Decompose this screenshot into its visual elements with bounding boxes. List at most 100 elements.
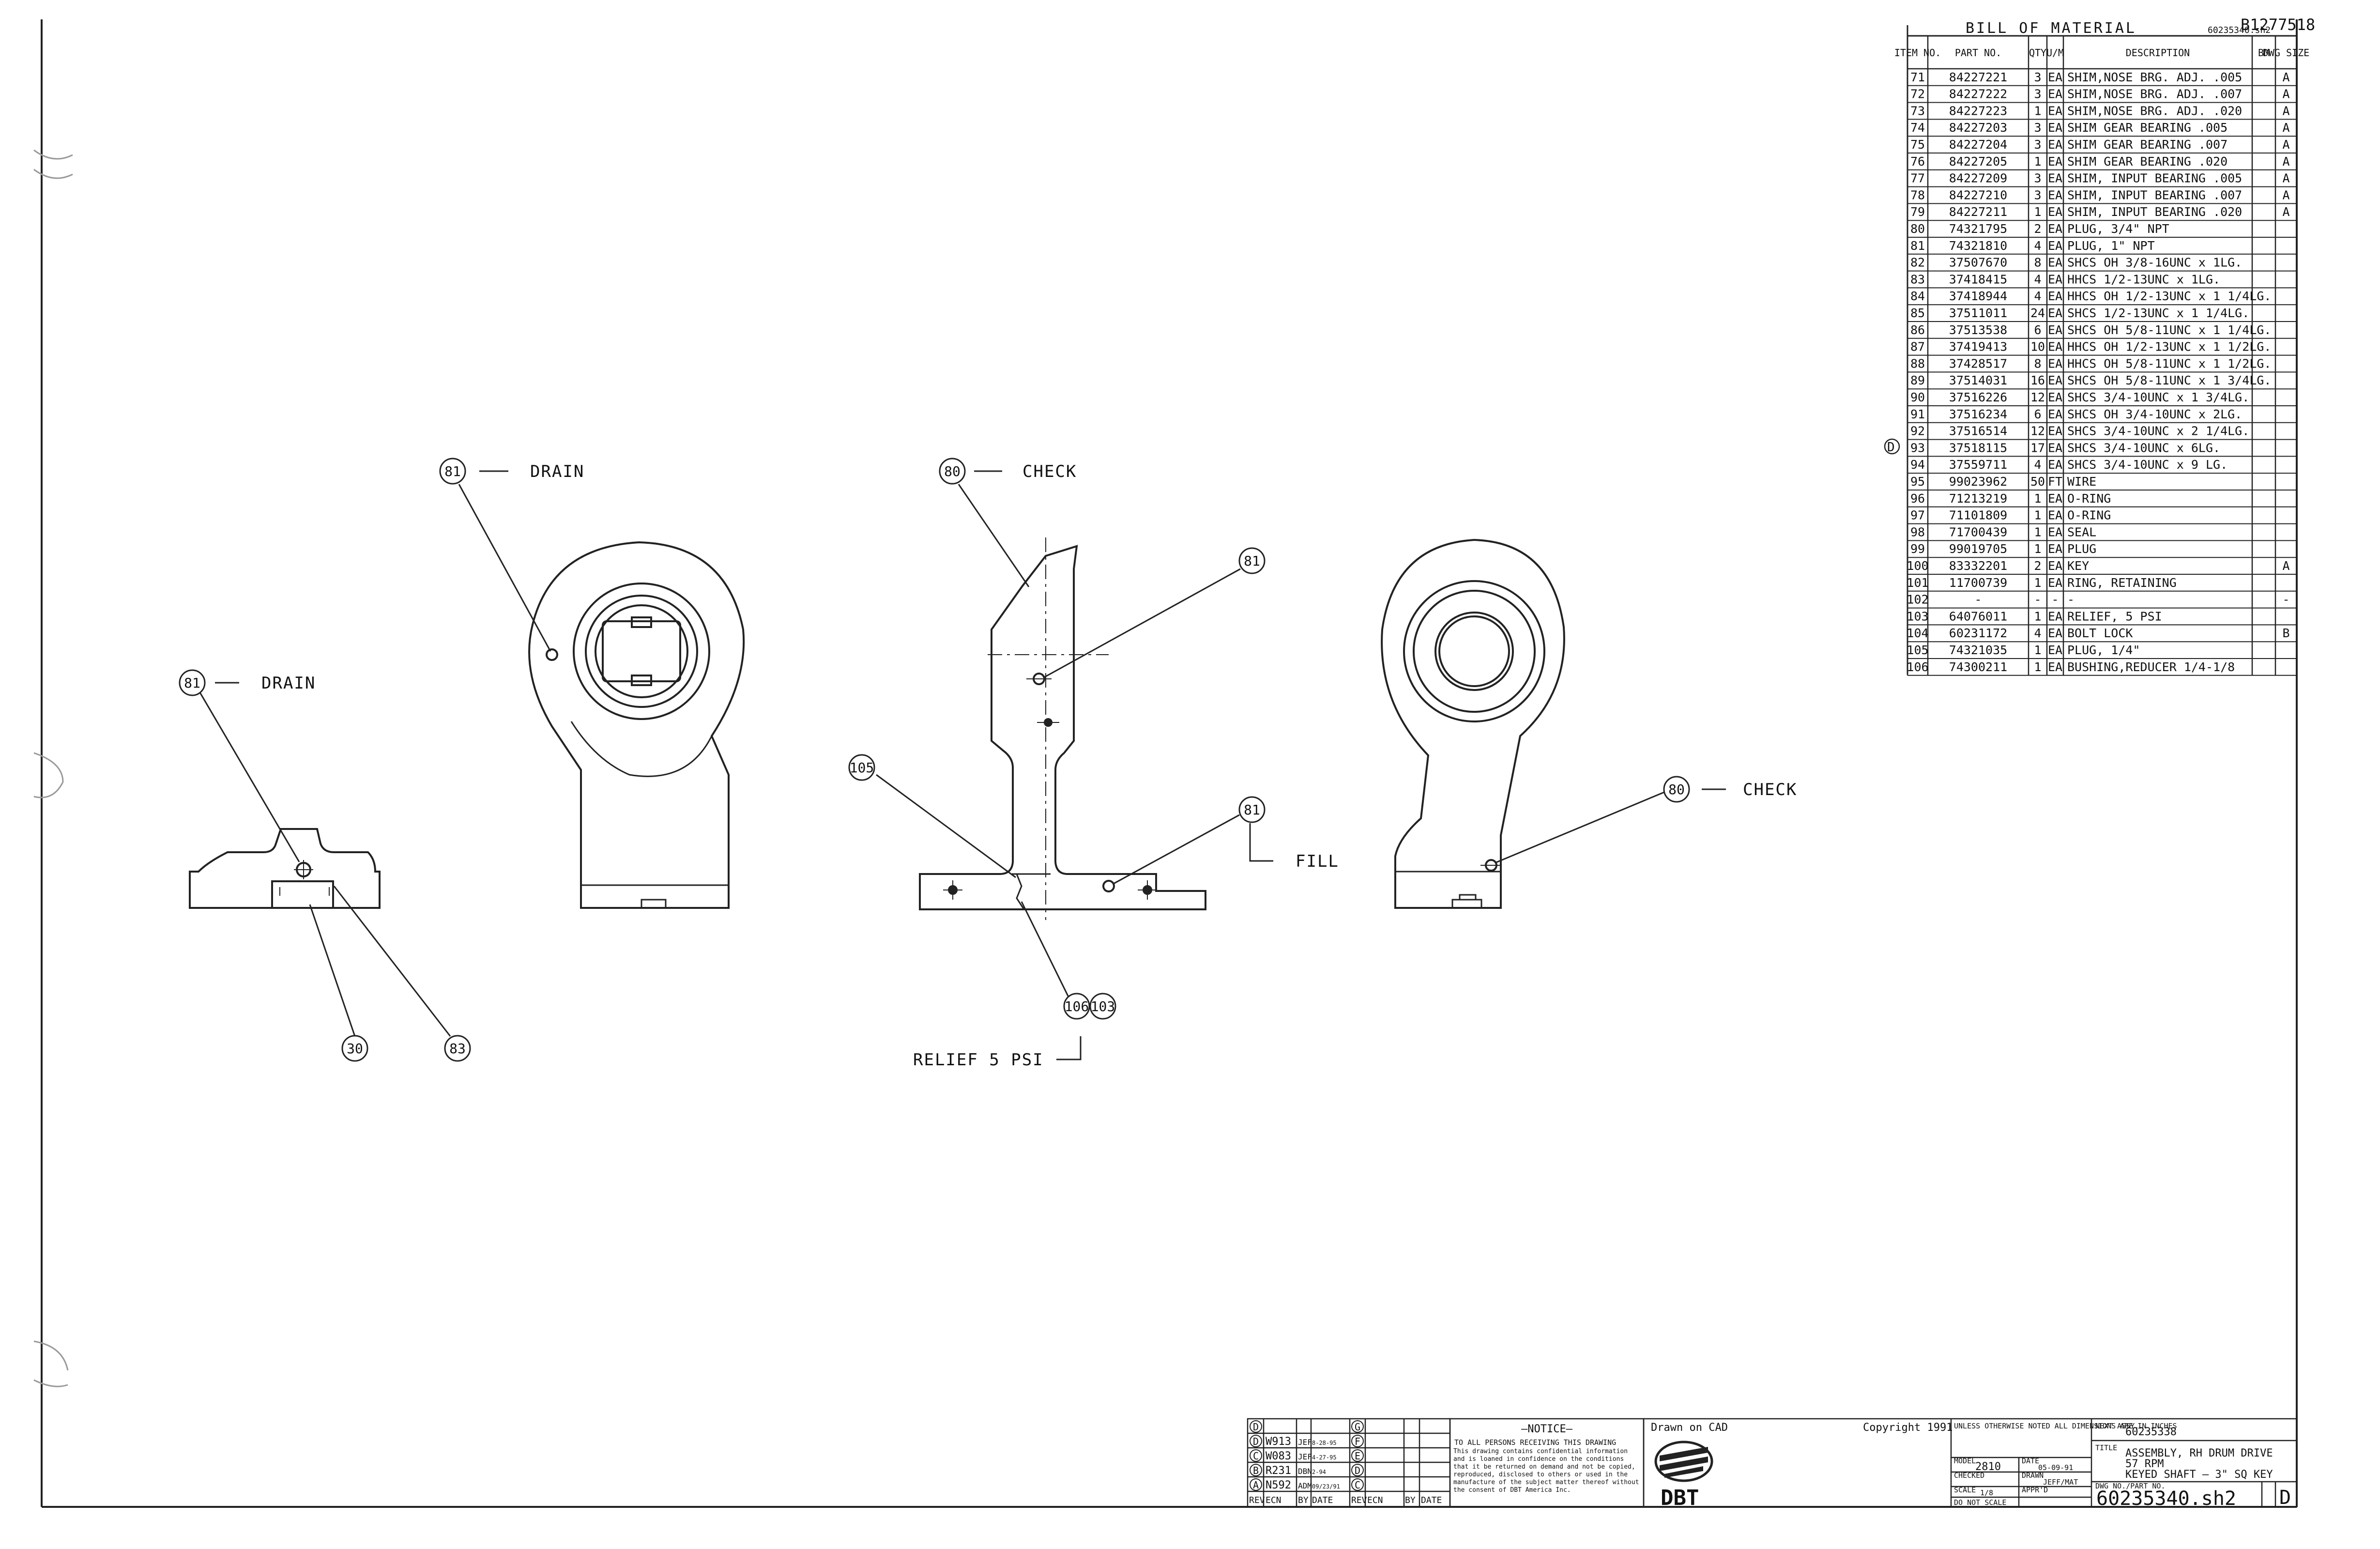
rev-right-letter: F <box>1355 1436 1360 1447</box>
bom-cell-part: 84227221 <box>1949 70 2007 84</box>
bom-cell-desc: HHCS OH 1/2-13UNC x 1 1/2LG. <box>2067 340 2271 354</box>
bom-cell-qty: 1 <box>2034 525 2041 539</box>
bom-cell-qty: 6 <box>2034 407 2041 421</box>
rev-right-letter: E <box>1355 1450 1360 1462</box>
label-relief: RELIEF 5 PSI <box>913 1050 1044 1070</box>
bom-cell-um: EA <box>2048 424 2062 438</box>
bom-cell-qty: 3 <box>2034 121 2041 135</box>
bom-cell-part: 37514031 <box>1949 373 2007 387</box>
rev-letter: C <box>1253 1450 1259 1462</box>
bom-cell-part: 37516226 <box>1949 390 2007 404</box>
bom-rev-marker-circle <box>1884 438 1900 455</box>
bom-cell-um: EA <box>2048 508 2062 522</box>
notice-line1: TO ALL PERSONS RECEIVING THIS DRAWING <box>1454 1438 1616 1447</box>
bom-cell-part: 37418944 <box>1949 289 2007 303</box>
rev-ecn: R231 <box>1266 1465 1291 1477</box>
bom-cell-qty: 12 <box>2030 424 2045 438</box>
bom-cell-desc: SHCS OH 3/8-16UNC x 1LG. <box>2067 256 2242 270</box>
rev-header: BY <box>1298 1495 1309 1505</box>
date-label: DATE <box>2022 1457 2039 1465</box>
bom-cell-size: A <box>2282 121 2289 135</box>
bom-cell-qty: 1 <box>2034 609 2041 623</box>
company-name: DBT <box>1661 1486 1699 1510</box>
bom-cell-item: 86 <box>1910 323 1925 337</box>
bom-cell-part: 84227204 <box>1949 138 2007 152</box>
bom-cell-item: 94 <box>1910 458 1925 472</box>
bom-cell-item: 88 <box>1910 356 1925 370</box>
rev-ecn: N592 <box>1266 1479 1291 1491</box>
rev-by: ADM <box>1298 1481 1312 1490</box>
bom-cell-desc: SHIM,NOSE BRG. ADJ. .007 <box>2067 87 2242 101</box>
bom-cell-qty: 2 <box>2034 559 2041 573</box>
bom-cell-desc: SHCS 3/4-10UNC x 9 LG. <box>2067 458 2227 472</box>
rev-right-letter: D <box>1355 1465 1360 1476</box>
bom-cell-part: 60231172 <box>1949 626 2007 640</box>
view-section <box>919 537 1206 920</box>
bom-cell-qty: 4 <box>2034 239 2041 253</box>
bom-header-cell: PART NO. <box>1955 47 2001 59</box>
bom-cell-um: EA <box>2048 373 2062 387</box>
bom-cell-part: 11700739 <box>1949 576 2007 590</box>
bom-cell-desc: SHIM,NOSE BRG. ADJ. .005 <box>2067 70 2242 84</box>
bom-cell-desc: SHIM GEAR BEARING .005 <box>2067 121 2227 135</box>
checked-label: CHECKED <box>1954 1471 1984 1480</box>
bom-cell-part: 74321795 <box>1949 222 2007 236</box>
notice-body: This drawing contains confidential infor… <box>1453 1448 1639 1494</box>
bom-cell-desc: SHCS OH 5/8-11UNC x 1 3/4LG. <box>2067 373 2271 387</box>
bill-of-material-table: BILL OF MATERIAL 60235340.sh2 ITEM NO.PA… <box>1884 20 2309 676</box>
bom-cell-part: 99023962 <box>1949 475 2007 489</box>
bom-cell-item: 74 <box>1910 121 1925 135</box>
bom-cell-um: EA <box>2048 306 2062 320</box>
rev-header: BY <box>1405 1495 1416 1505</box>
callout-numbers: 81 30 83 81 80 81 105 81 106 103 80 <box>184 463 1685 1057</box>
bom-cell-part: - <box>1974 593 1982 607</box>
bom-cell-qty: 3 <box>2034 138 2041 152</box>
bom-cell-qty: 1 <box>2034 542 2041 556</box>
bom-cell-qty: 6 <box>2034 323 2041 337</box>
bom-cell-desc: SHCS 3/4-10UNC x 1 3/4LG. <box>2067 390 2249 404</box>
bom-cell-item: 87 <box>1910 340 1925 354</box>
bom-header-cell: DWG SIZE <box>2263 47 2309 59</box>
rev-letter-circle <box>1250 1435 1262 1447</box>
approved-label: APPR'D <box>2022 1486 2048 1494</box>
bom-cell-desc: KEY <box>2067 559 2089 573</box>
bom-cell-item: 84 <box>1910 289 1925 303</box>
bom-cell-part: 84227211 <box>1949 205 2007 219</box>
bom-cell-um: EA <box>2048 407 2062 421</box>
bom-cell-um: EA <box>2048 340 2062 354</box>
bom-cell-part: 84227210 <box>1949 188 2007 202</box>
bom-cell-size: - <box>2282 593 2289 607</box>
rev-date: 2-94 <box>1312 1469 1326 1475</box>
rev-right-letter: C <box>1355 1479 1360 1491</box>
rev-ecn: W913 <box>1266 1436 1291 1448</box>
bom-cell-item: 101 <box>1907 576 1928 590</box>
bom-cell-um: EA <box>2048 171 2062 185</box>
dwg-no-label: DWG NO./PART NO. <box>2095 1482 2166 1490</box>
bom-header-cell: DESCRIPTION <box>2126 47 2190 59</box>
rev-right-circle <box>1351 1478 1364 1491</box>
bom-cell-part: 84227209 <box>1949 171 2007 185</box>
bom-cell-um: EA <box>2048 239 2062 253</box>
bom-header-cell: ITEM NO. <box>1894 47 1941 59</box>
bom-cell-item: 96 <box>1910 491 1925 506</box>
next-assy-value: 60235338 <box>2125 1426 2177 1438</box>
bom-cell-um: EA <box>2048 626 2062 640</box>
bom-cell-qty: 12 <box>2030 390 2045 404</box>
bom-cell-desc: SHCS OH 3/4-10UNC x 2LG. <box>2067 407 2242 421</box>
bom-code: 60235340.sh2 <box>2208 25 2271 35</box>
bom-header-cell: QTY <box>2029 47 2046 59</box>
bom-cell-desc: HHCS OH 1/2-13UNC x 1 1/4LG. <box>2067 289 2271 303</box>
tolerance-note: UNLESS OTHERWISE NOTED ALL DIMENSIONS AR… <box>1954 1422 2177 1430</box>
bom-cell-qty: 4 <box>2034 458 2041 472</box>
copyright: Copyright 1991 <box>1863 1422 1953 1434</box>
bom-header-cell: BM <box>2258 47 2270 59</box>
bom-cell-um: EA <box>2048 289 2062 303</box>
bubble-81-view2: 81 <box>444 463 461 479</box>
rev-letter-circle <box>1250 1420 1262 1433</box>
bom-cell-item: 73 <box>1910 104 1925 118</box>
bom-cell-item: 99 <box>1910 542 1925 556</box>
bom-cell-desc: SHIM GEAR BEARING .007 <box>2067 138 2227 152</box>
rev-right-letter: G <box>1355 1421 1360 1433</box>
model-value: 2810 <box>1975 1461 2001 1473</box>
